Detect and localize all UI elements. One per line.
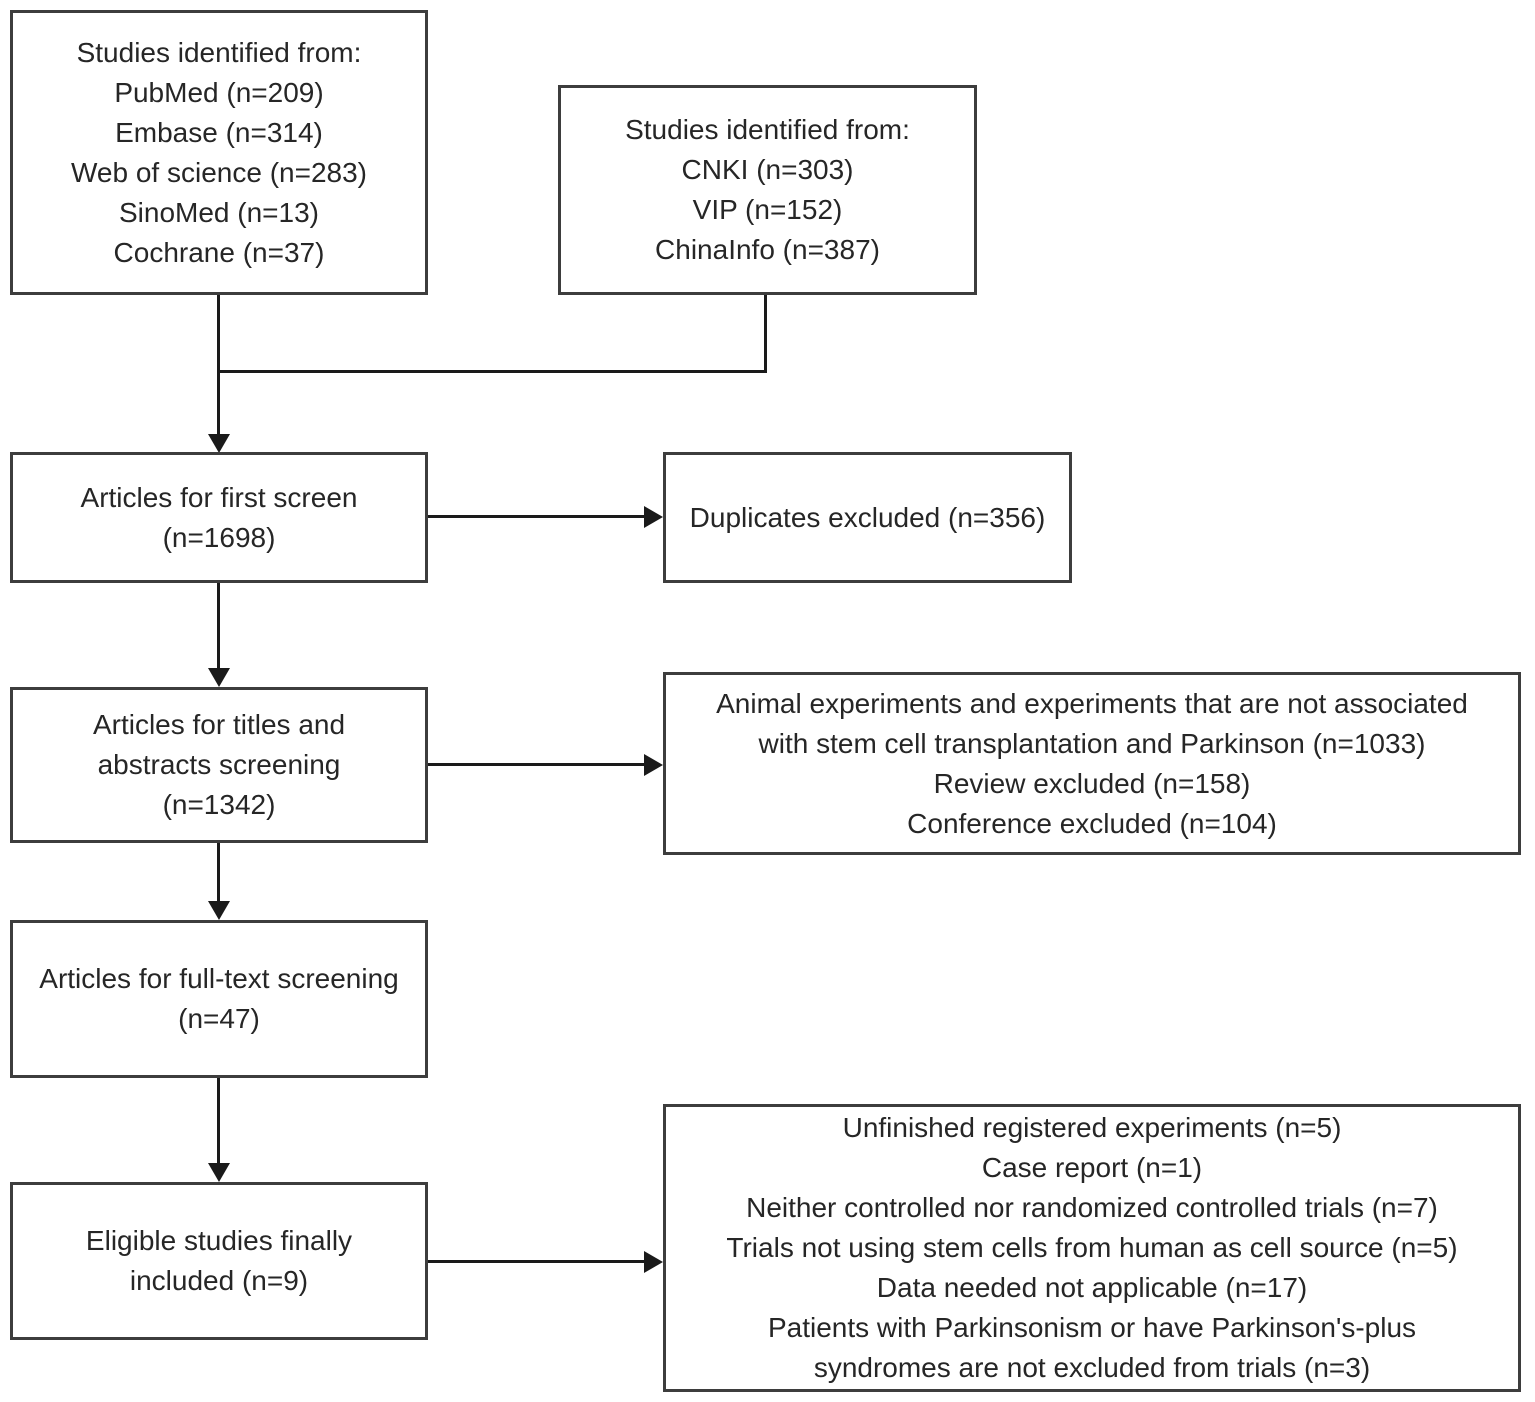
first-screen-count: (n=1698) <box>162 521 276 553</box>
sources-chinese-chinainfo: ChinaInfo (n=387) <box>655 234 880 265</box>
connector-screening-to-exclusions <box>428 763 647 766</box>
box-full-text-screening: Articles for full-text screening (n=47) <box>10 920 428 1078</box>
full-text-exclusions-case-report: Case report (n=1) <box>981 1152 1203 1183</box>
full-text-screening-label: Articles for full-text screening <box>39 963 399 994</box>
eligible-studies-line1: Eligible studies finally <box>85 1225 353 1256</box>
duplicates-excluded-label: Duplicates excluded (n=356) <box>689 501 1046 533</box>
screening-exclusions-conference: Conference excluded (n=104) <box>907 807 1277 839</box>
full-text-screening-count: (n=47) <box>178 1003 260 1034</box>
full-text-exclusions-data: Data needed not applicable (n=17) <box>876 1272 1308 1303</box>
full-text-exclusions-parkinsonism-line2: syndromes are not excluded from trials (… <box>813 1352 1371 1383</box>
arrowhead-down-icon <box>208 1163 230 1182</box>
titles-abstracts-line2: abstracts screening <box>97 749 341 780</box>
arrowhead-right-icon <box>644 754 663 776</box>
screening-exclusions-line1: Animal experiments and experiments that … <box>716 687 1468 719</box>
sources-chinese-cnki: CNKI (n=303) <box>681 154 854 185</box>
full-text-exclusions-not-rct: Neither controlled nor randomized contro… <box>746 1192 1438 1223</box>
screening-exclusions-review: Review excluded (n=158) <box>933 767 1251 799</box>
sources-chinese-vip: VIP (n=152) <box>692 194 843 225</box>
full-text-exclusions-unfinished: Unfinished registered experiments (n=5) <box>842 1112 1342 1143</box>
sources-chinese-heading: Studies identified from: <box>625 114 910 145</box>
connector-sources-right-down <box>764 295 767 373</box>
arrowhead-down-icon <box>208 434 230 453</box>
connector-sources-left-down <box>217 295 220 436</box>
arrowhead-down-icon <box>208 668 230 687</box>
sources-international-webofscience: Web of science (n=283) <box>71 156 367 188</box>
box-eligible-studies: Eligible studies finally included (n=9) <box>10 1182 428 1340</box>
sources-international-embase: Embase (n=314) <box>115 116 323 148</box>
arrowhead-down-icon <box>208 901 230 920</box>
first-screen-label: Articles for first screen <box>80 481 358 513</box>
box-titles-abstracts-screening: Articles for titles and abstracts screen… <box>10 687 428 843</box>
box-first-screen: Articles for first screen (n=1698) <box>10 452 428 583</box>
connector-abstracts-down <box>217 843 220 903</box>
connector-sources-join <box>217 370 767 373</box>
connector-first-screen-to-duplicates <box>428 515 647 518</box>
full-text-exclusions-parkinsonism-line1: Patients with Parkinsonism or have Parki… <box>767 1312 1417 1343</box>
box-sources-international: Studies identified from: PubMed (n=209) … <box>10 10 428 295</box>
connector-full-text-down <box>217 1078 220 1164</box>
box-screening-exclusions: Animal experiments and experiments that … <box>663 672 1521 855</box>
box-full-text-exclusions: Unfinished registered experiments (n=5) … <box>663 1104 1521 1392</box>
screening-exclusions-line2: with stem cell transplantation and Parki… <box>758 727 1426 759</box>
arrowhead-right-icon <box>644 1251 663 1273</box>
sources-international-heading: Studies identified from: <box>76 36 362 68</box>
arrowhead-right-icon <box>644 506 663 528</box>
full-text-exclusions-not-human: Trials not using stem cells from human a… <box>726 1232 1458 1263</box>
eligible-studies-count: included (n=9) <box>129 1265 309 1296</box>
titles-abstracts-line1: Articles for titles and <box>92 709 346 740</box>
connector-first-screen-down <box>217 583 220 670</box>
sources-international-pubmed: PubMed (n=209) <box>114 76 324 108</box>
box-duplicates-excluded: Duplicates excluded (n=356) <box>663 452 1072 583</box>
box-sources-chinese: Studies identified from: CNKI (n=303) VI… <box>558 85 977 295</box>
sources-international-cochrane: Cochrane (n=37) <box>113 236 325 268</box>
titles-abstracts-count: (n=1342) <box>162 789 276 820</box>
sources-international-sinomed: SinoMed (n=13) <box>118 196 319 228</box>
connector-eligible-to-exclusions <box>428 1260 647 1263</box>
